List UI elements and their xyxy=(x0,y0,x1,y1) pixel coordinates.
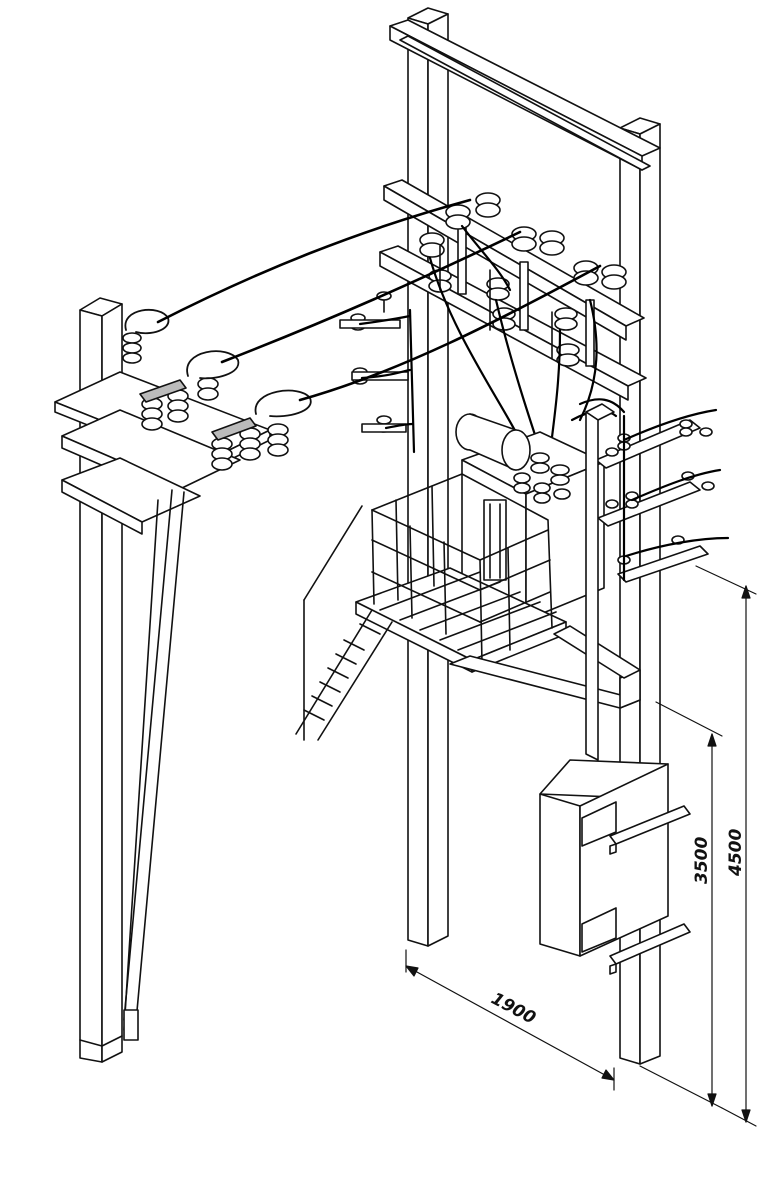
dimension-width-label: 1900 xyxy=(488,989,539,1029)
lv-bracket-post xyxy=(585,403,615,761)
dimension-height-high-label: 4500 xyxy=(726,829,746,877)
insulator-left-3 xyxy=(167,389,189,423)
left-crossarm-lower xyxy=(61,409,241,535)
insulator-left-5 xyxy=(239,427,261,461)
insulator-left-7 xyxy=(197,377,219,401)
disconnector-blades xyxy=(439,245,553,359)
insulator-left-1 xyxy=(122,332,142,364)
center-pole xyxy=(407,7,449,947)
insulator-left-2 xyxy=(141,397,163,431)
platform-railing xyxy=(371,473,553,665)
access-ladder xyxy=(295,505,393,741)
conservator-tank xyxy=(455,413,531,471)
dimension-height-low-label: 3500 xyxy=(692,837,712,884)
dimension-lines xyxy=(405,565,757,1127)
cabinet-mounting-brackets xyxy=(609,805,691,975)
transformer-bushings xyxy=(513,452,571,504)
left-insulators xyxy=(122,332,289,471)
insulator-left-4 xyxy=(211,437,233,471)
left-pole-strut xyxy=(123,489,185,1041)
portal-insulators-upper xyxy=(419,192,627,290)
left-arrestors xyxy=(139,379,257,441)
lv-distribution-cabinet xyxy=(539,759,669,957)
insulator-left-6 xyxy=(267,423,289,457)
portal-droppers xyxy=(358,224,598,458)
center-pole-left-insulators xyxy=(339,291,409,433)
top-channel-beam xyxy=(389,19,661,171)
